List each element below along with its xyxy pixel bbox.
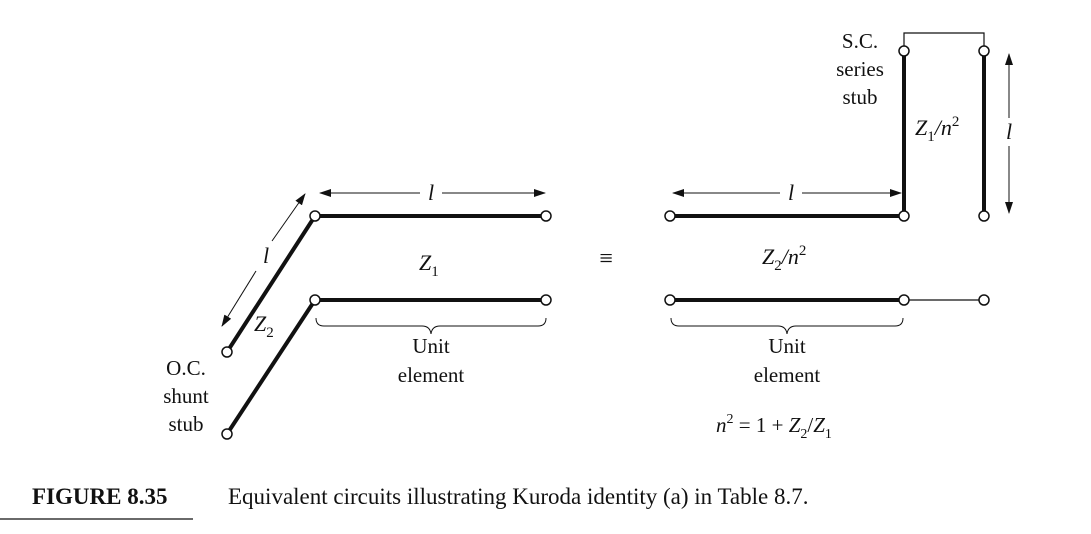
unit-element-label-line1: Unit xyxy=(768,334,806,358)
terminal xyxy=(221,346,233,358)
terminal xyxy=(664,294,676,306)
sc-stub-label-line1: S.C. xyxy=(842,29,878,53)
unit-element-label-line1: Unit xyxy=(412,334,450,358)
caption-text: Equivalent circuits illustrating Kuroda … xyxy=(228,484,809,509)
length-arrow-diag-up xyxy=(271,193,306,242)
unit-element-brace xyxy=(315,317,547,335)
terminal xyxy=(221,428,233,440)
terminal xyxy=(978,45,990,57)
length-label-top: l xyxy=(428,180,434,205)
terminal xyxy=(540,210,552,222)
stub-impedance-z2: Z2 xyxy=(254,311,274,341)
oc-stub-label-line2: shunt xyxy=(163,384,209,408)
length-label-diag: l xyxy=(263,243,269,268)
terminal xyxy=(898,45,910,57)
line-impedance-z1: Z1 xyxy=(419,250,439,280)
equivalence-symbol: ≡ xyxy=(599,246,613,272)
unit-element-brace xyxy=(670,317,904,335)
figure-caption: FIGURE 8.35 Equivalent circuits illustra… xyxy=(0,484,809,520)
terminal xyxy=(309,294,321,306)
terminal xyxy=(978,294,990,306)
oc-stub-label-line3: stub xyxy=(168,412,203,436)
kuroda-relation: n2 = 1 + Z2/Z1 xyxy=(716,412,832,442)
length-arrow-diag-down xyxy=(221,270,257,327)
length-label-top: l xyxy=(788,180,794,205)
sc-stub-label-line2: series xyxy=(836,57,884,81)
oc-stub-top-line xyxy=(225,214,317,354)
terminal xyxy=(664,210,676,222)
line-impedance-z2-n2: Z2/n2 xyxy=(762,243,806,274)
right-circuit: l l Z1/n2 Z2/n2 Unit element n2 = 1 + Z2… xyxy=(664,29,1013,442)
left-circuit: l l Z2 Z1 Unit element O.C. shunt stub xyxy=(163,180,552,440)
length-label-stub: l xyxy=(1006,119,1012,144)
stub-impedance-z1-n2: Z1/n2 xyxy=(915,114,959,145)
terminal xyxy=(540,294,552,306)
terminal xyxy=(309,210,321,222)
sc-stub-label-line3: stub xyxy=(842,85,877,109)
unit-element-label-line2: element xyxy=(754,363,821,387)
terminal xyxy=(898,294,910,306)
terminal xyxy=(978,210,990,222)
oc-stub-bottom-line xyxy=(225,298,317,436)
caption-number: FIGURE 8.35 xyxy=(32,484,167,509)
unit-element-label-line2: element xyxy=(398,363,465,387)
terminal xyxy=(898,210,910,222)
oc-stub-label-line1: O.C. xyxy=(166,356,206,380)
sc-stub-short xyxy=(903,32,985,51)
